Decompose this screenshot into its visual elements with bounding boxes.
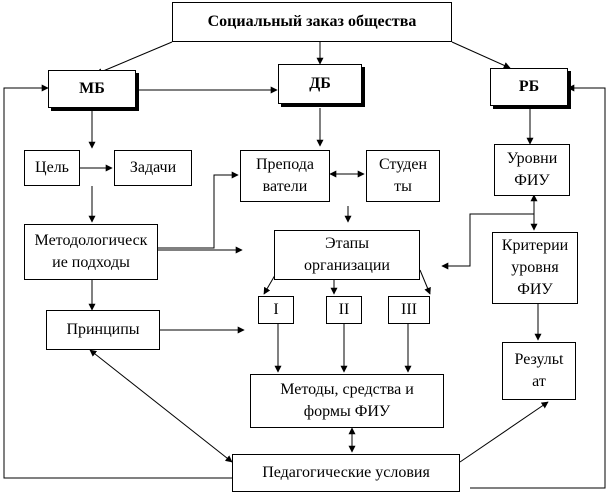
stage-1-box: I [258,296,294,324]
approaches-box: Методологическ ие подходы [24,224,158,280]
rb-box: РБ [490,68,568,106]
goal-box: Цель [24,150,80,186]
stage-3-box: III [388,296,430,324]
mb-box: МБ [48,70,136,108]
methods-box: Методы, средства и формы ФИУ [250,374,444,428]
tasks-box: Задачи [114,150,192,186]
social-order-box: Социальный заказ общества [172,2,452,42]
criteria-box: Критерии уровня ФИУ [492,232,578,304]
teachers-box: Препода ватели [240,150,330,202]
stage-2-box: II [326,296,362,324]
principles-box: Принципы [46,310,160,350]
result-box: Резульt ат [502,342,576,400]
levels-box: Уровни ФИУ [494,144,570,196]
db-box: ДБ [278,64,362,104]
students-box: Студен ты [366,150,440,202]
stages-box: Этапы организации [274,230,420,280]
conditions-box: Педагогические условия [232,454,460,492]
